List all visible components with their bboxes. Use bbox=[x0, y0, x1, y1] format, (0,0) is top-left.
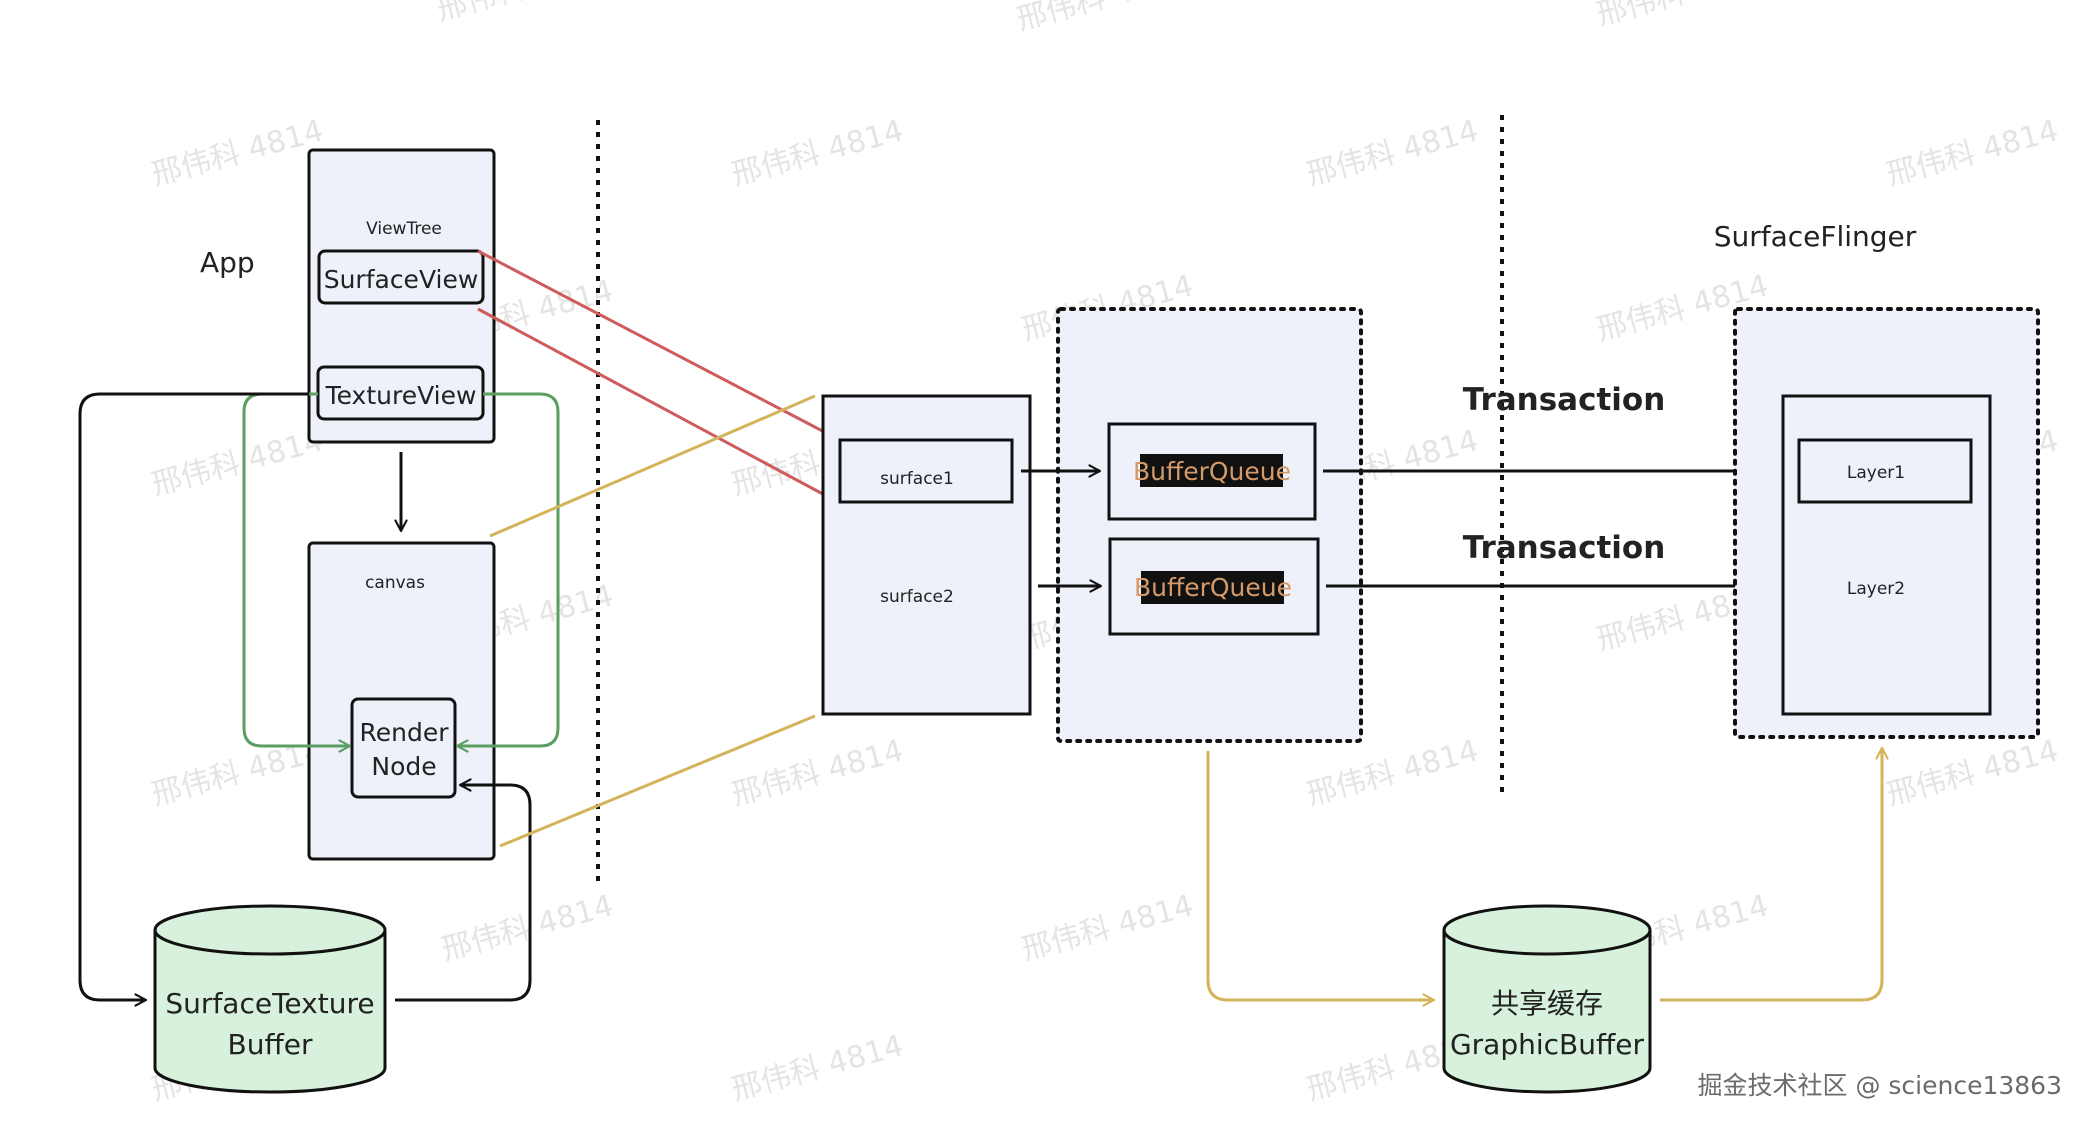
texture-view-label: TextureView bbox=[325, 381, 477, 410]
watermark-text: 邢伟科 4814 bbox=[1018, 888, 1197, 967]
render-node-box bbox=[350, 697, 457, 799]
bufferqueue-1-highlight bbox=[1140, 454, 1283, 487]
gold-line-top bbox=[489, 394, 816, 538]
watermark-text: 邢伟科 4814 bbox=[1593, 0, 1772, 33]
bufferqueue-2-label: BufferQueue bbox=[1134, 573, 1292, 602]
watermark-text: 邢伟科 4814 bbox=[1013, 0, 1192, 38]
green-path-right bbox=[455, 392, 560, 753]
footer-credit: 掘金技术社区 @ science13863 bbox=[1698, 1071, 2063, 1100]
surface1-label: surface1 bbox=[880, 469, 954, 489]
watermark-text: 邢伟科 4814 bbox=[148, 423, 327, 502]
transaction-1-label: Transaction bbox=[1463, 382, 1666, 418]
shared-buffer-label-2: GraphicBuffer bbox=[1450, 1028, 1645, 1061]
bufferqueue-2-highlight bbox=[1141, 571, 1284, 604]
layer1-box bbox=[1797, 438, 1973, 504]
canvas-label: canvas bbox=[365, 573, 425, 593]
red-line-top bbox=[477, 249, 835, 439]
watermark-text: 邢伟科 4814 bbox=[1303, 113, 1482, 192]
app-label: App bbox=[200, 246, 255, 279]
surface2-label: surface2 bbox=[880, 587, 954, 607]
watermark-text: 邢伟科 4814 bbox=[148, 113, 327, 192]
bufferqueue-1-label: BufferQueue bbox=[1133, 457, 1291, 486]
viewtree-to-surfacetexture-arrow bbox=[78, 392, 309, 1007]
watermark-text: 邢伟科 4814 bbox=[1883, 733, 2062, 812]
gold-line-bottom bbox=[499, 714, 816, 848]
watermark-text: 邢伟科 4814 bbox=[728, 1028, 907, 1107]
shared-buffer-cylinder bbox=[1442, 904, 1652, 1094]
watermark-text: 邢伟科 4814 bbox=[1883, 113, 2062, 192]
surfaceflinger-label: SurfaceFlinger bbox=[1714, 220, 1917, 253]
view-tree-label: ViewTree bbox=[366, 219, 442, 239]
surface-view-label: SurfaceView bbox=[324, 265, 479, 294]
render-node-label-1: Render bbox=[359, 718, 449, 747]
watermark-text: 邢伟科 4814 bbox=[438, 888, 617, 967]
render-node-label-2: Node bbox=[371, 752, 436, 781]
surface-view-box bbox=[317, 249, 485, 305]
surface-texture-label-1: SurfaceTexture bbox=[165, 987, 374, 1020]
watermark-text: 邢伟科 4814 bbox=[1303, 733, 1482, 812]
surface1-box bbox=[838, 438, 1014, 504]
surfacetexture-to-rendernode-arrow bbox=[395, 778, 532, 1002]
layer1-label: Layer1 bbox=[1847, 463, 1905, 483]
layer2-label: Layer2 bbox=[1847, 579, 1905, 599]
watermark-text: 邢伟科 4814 bbox=[728, 733, 907, 812]
shared-buffer-label-1: 共享缓存 bbox=[1491, 987, 1603, 1020]
watermark-text: 邢伟科 4814 bbox=[728, 113, 907, 192]
surface-texture-label-2: Buffer bbox=[228, 1028, 313, 1061]
red-line-bottom bbox=[477, 307, 835, 502]
surface-texture-cylinder bbox=[153, 904, 387, 1094]
sharedbuffer-to-surfaceflinger-arrow bbox=[1660, 746, 1889, 1002]
bufferqueue-container bbox=[1056, 307, 1363, 743]
bufferqueue-to-sharedbuffer-arrow bbox=[1206, 751, 1436, 1007]
transaction-2-label: Transaction bbox=[1463, 530, 1666, 566]
watermark-text: 邢伟科 4814 bbox=[433, 0, 612, 28]
